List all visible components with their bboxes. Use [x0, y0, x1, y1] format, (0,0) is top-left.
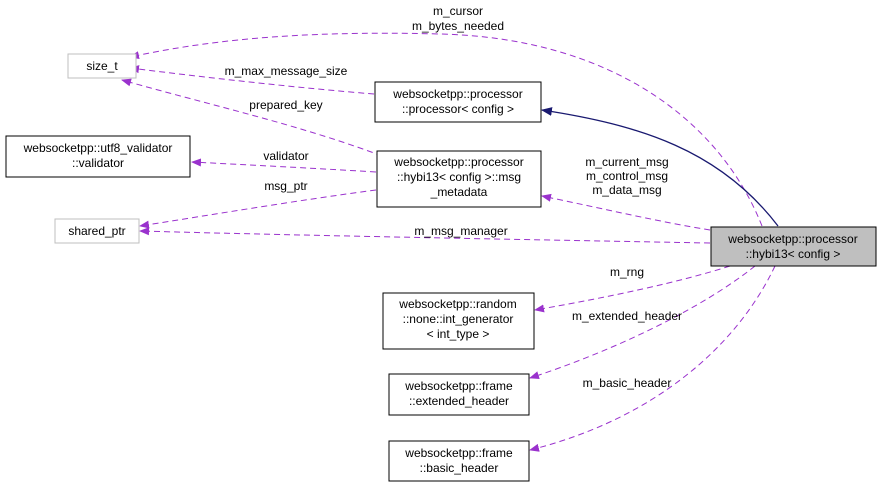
node-label-processor: websocketpp::processor::processor< confi…: [392, 87, 522, 116]
edge-label-hybi13-shared-ptr-line-1: m_msg_manager: [414, 224, 507, 238]
edge-label-msg-metadata-size-t: prepared_key: [249, 98, 322, 112]
edge-label-msg-metadata-validator-line-1: validator: [263, 149, 308, 163]
edge-msg-metadata-shared-ptr: [139, 189, 377, 229]
node-processor[interactable]: websocketpp::processor::processor< confi…: [374, 81, 542, 123]
edge-label-processor-size-t: m_max_message_size: [225, 64, 348, 78]
edge-label-hybi13-shared-ptr: m_msg_manager: [414, 224, 507, 238]
edge-hybi13-shared-ptr: [139, 227, 711, 244]
edge-label-hybi13-extended-header: m_extended_header: [572, 309, 682, 323]
node-label-int-generator-line-3: < int_type >: [427, 327, 490, 341]
edge-label-hybi13-size-t-line-1: m_cursor: [433, 4, 483, 18]
node-label-extended-header: websocketpp::frame::extended_header: [404, 379, 513, 408]
edge-label-hybi13-msg-metadata-line-3: m_data_msg: [592, 183, 661, 197]
edge-label-hybi13-extended-header-line-1: m_extended_header: [572, 309, 682, 323]
edges: [121, 32, 779, 452]
node-label-msg-metadata-line-2: ::hybi13< config >::msg: [397, 170, 521, 184]
node-label-extended-header-line-2: ::extended_header: [409, 394, 509, 408]
node-label-hybi13-line-1: websocketpp::processor: [727, 232, 857, 246]
node-label-basic-header-line-2: ::basic_header: [420, 461, 499, 475]
node-label-processor-line-1: websocketpp::processor: [392, 87, 522, 101]
edge-hybi13-int-generator: [534, 265, 731, 313]
node-label-msg-metadata-line-1: websocketpp::processor: [393, 155, 523, 169]
edge-label-msg-metadata-validator: validator: [263, 149, 308, 163]
node-label-hybi13-line-2: ::hybi13< config >: [746, 247, 841, 261]
edge-hybi13-basic-header: [529, 265, 776, 452]
node-label-utf8-validator-line-2: ::validator: [72, 156, 124, 170]
node-basic-header[interactable]: websocketpp::frame::basic_header: [388, 440, 530, 482]
nodes: size_t websocketpp::utf8_validator::vali…: [5, 53, 877, 482]
node-label-processor-line-2: ::processor< config >: [402, 102, 514, 116]
node-label-hybi13: websocketpp::processor::hybi13< config >: [727, 232, 857, 261]
edge-label-hybi13-msg-metadata-line-1: m_current_msg: [585, 155, 668, 169]
edge-label-hybi13-basic-header-line-1: m_basic_header: [583, 376, 672, 390]
node-label-int-generator-line-2: ::none::int_generator: [403, 312, 514, 326]
edge-label-hybi13-basic-header: m_basic_header: [583, 376, 672, 390]
node-shared-ptr[interactable]: shared_ptr: [54, 218, 140, 244]
edge-processor-size-t: [129, 65, 375, 95]
edge-hybi13-size-t: [129, 32, 763, 227]
node-size-t[interactable]: size_t: [67, 53, 137, 79]
node-label-utf8-validator-line-1: websocketpp::utf8_validator: [23, 141, 173, 155]
edge-label-hybi13-size-t-line-2: m_bytes_needed: [412, 19, 504, 33]
node-label-utf8-validator: websocketpp::utf8_validator::validator: [23, 141, 173, 170]
node-label-basic-header-line-1: websocketpp::frame: [404, 446, 513, 460]
node-label-msg-metadata: websocketpp::processor::hybi13< config >…: [393, 155, 523, 199]
node-label-extended-header-line-1: websocketpp::frame: [404, 379, 513, 393]
edge-label-hybi13-int-generator-line-1: m_rng: [610, 265, 644, 279]
edge-hybi13-msg-metadata: [541, 193, 711, 231]
node-int-generator[interactable]: websocketpp::random::none::int_generator…: [382, 292, 535, 350]
edge-label-msg-metadata-shared-ptr-line-1: msg_ptr: [264, 179, 307, 193]
node-hybi13[interactable]: websocketpp::processor::hybi13< config >: [710, 226, 877, 267]
node-label-shared-ptr-line-1: shared_ptr: [68, 224, 125, 238]
edge-hybi13-extended-header: [529, 265, 756, 380]
node-utf8-validator[interactable]: websocketpp::utf8_validator::validator: [5, 135, 191, 178]
node-label-size-t-line-1: size_t: [86, 59, 118, 73]
node-msg-metadata[interactable]: websocketpp::processor::hybi13< config >…: [376, 150, 542, 208]
node-label-int-generator: websocketpp::random::none::int_generator…: [398, 297, 516, 341]
node-label-shared-ptr: shared_ptr: [68, 224, 125, 238]
edge-msg-metadata-validator: [191, 158, 377, 173]
edge-label-processor-size-t-line-1: m_max_message_size: [225, 64, 348, 78]
node-label-basic-header: websocketpp::frame::basic_header: [404, 446, 513, 475]
edge-label-msg-metadata-size-t-line-1: prepared_key: [249, 98, 322, 112]
edge-label-msg-metadata-shared-ptr: msg_ptr: [264, 179, 307, 193]
node-extended-header[interactable]: websocketpp::frame::extended_header: [388, 373, 530, 416]
edge-hybi13-inherits-processor: [540, 107, 779, 227]
node-label-int-generator-line-1: websocketpp::random: [398, 297, 516, 311]
edge-label-hybi13-int-generator: m_rng: [610, 265, 644, 279]
edge-label-hybi13-msg-metadata-line-2: m_control_msg: [586, 169, 668, 183]
node-label-msg-metadata-line-3: _metadata: [430, 185, 488, 199]
edge-msg-metadata-size-t: [121, 78, 383, 157]
node-label-size-t: size_t: [86, 59, 118, 73]
